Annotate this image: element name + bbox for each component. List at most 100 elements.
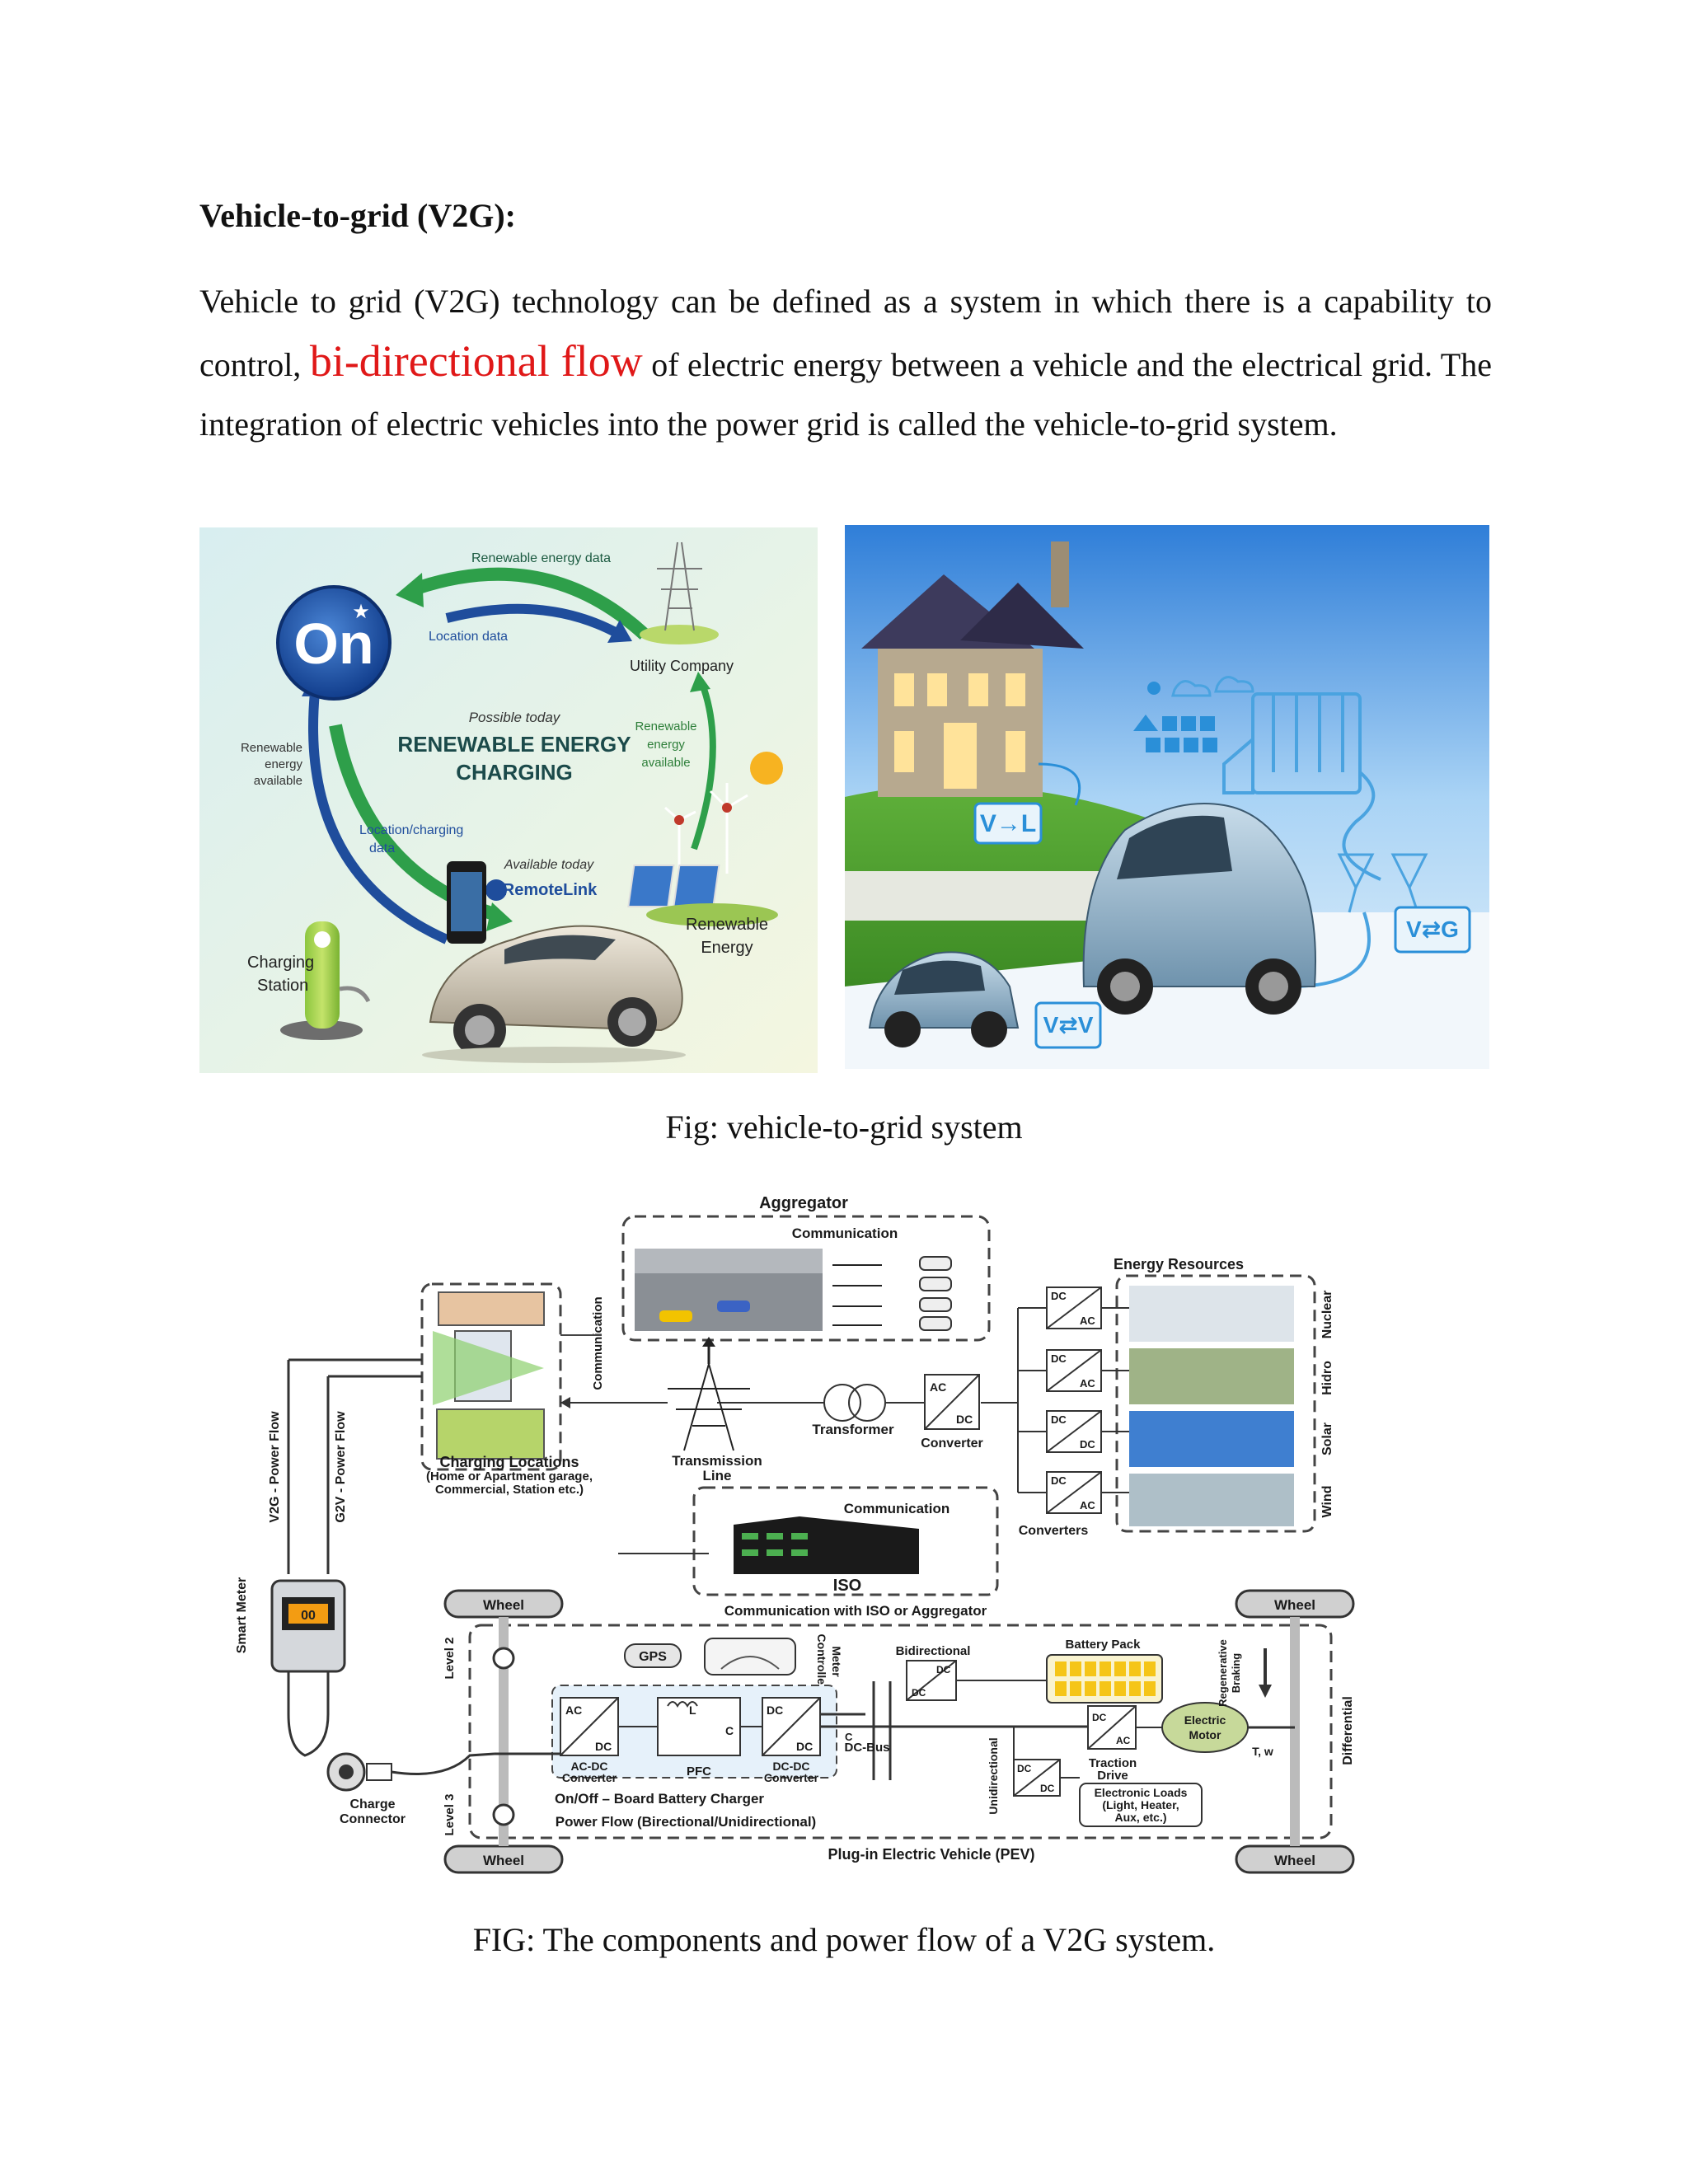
svg-text:★: ★ [352,601,370,623]
label-acdc-converter-2: Converter [562,1771,617,1784]
svg-text:DC: DC [1017,1763,1032,1774]
paragraph-text-after: of electric energy between a vehicle and… [199,346,1492,443]
label-available-today: Available today [504,858,594,872]
svg-text:AC: AC [1080,1499,1095,1511]
label-location-data: Location data [429,630,508,644]
label-onboard-charger: On/Off – Board Battery Charger [555,1791,764,1807]
label-communication-vertical: Communication [591,1296,605,1390]
label-main-converter-ac: AC [930,1380,946,1394]
svg-text:AC: AC [1080,1377,1095,1390]
label-acdc-converter-1: AC-DC [570,1760,607,1773]
label-hidro: Hidro [1320,1361,1334,1395]
figure2-caption: FIG: The components and power flow of a … [472,1921,1216,1958]
badge-v-v: V⇄V [1043,1012,1094,1038]
svg-text:DC: DC [1051,1352,1067,1365]
label-converter: Converter [921,1436,983,1451]
label-differential: Differential [1341,1696,1355,1765]
label-traction-drive-2: Drive [1097,1769,1128,1783]
label-dcdc-converter-1: DC-DC [772,1760,809,1773]
svg-text:DC: DC [1040,1783,1055,1794]
label-t-w: T, w [1252,1745,1273,1758]
label-dcdc-dc-out: DC [796,1740,813,1753]
label-renewable-left-1: Renewable [241,741,302,755]
label-wind: Wind [1320,1486,1334,1518]
label-renewable-energy-1: Renewable [686,916,768,934]
label-charging-station-2: Station [257,977,308,995]
label-battery-pack: Battery Pack [1066,1638,1142,1652]
label-regenerative-braking-1: Regenerative [1217,1639,1229,1707]
label-charge-connector-1: Charge [349,1797,395,1811]
label-charging-locations-3: Commercial, Station etc.) [435,1483,584,1497]
label-renewable-left-2: energy [265,757,302,771]
label-renewable-energy-data: Renewable energy data [471,551,611,565]
label-renewable-energy-2: Energy [701,939,753,957]
label-power-flow: Power Flow (Birectional/Unidirectional) [556,1814,816,1830]
label-solar: Solar [1320,1422,1334,1455]
label-pfc-capacitor: C [725,1724,734,1737]
label-g2v-power-flow: G2V - Power Flow [334,1411,348,1523]
svg-text:DC: DC [912,1687,926,1699]
label-electronic-loads-2: (Light, Heater, [1102,1798,1179,1811]
label-charging-station-1: Charging [247,954,314,972]
intro-paragraph: Vehicle to grid (V2G) technology can be … [199,272,1492,454]
label-regenerative-braking-2: Braking [1230,1653,1242,1693]
label-charging-locations-1: Charging Locations [439,1454,579,1470]
label-wheel-top-right: Wheel [1274,1597,1315,1613]
label-acdc-ac: AC [565,1704,582,1717]
label-transmission-line-1: Transmission [672,1453,762,1469]
label-traction-drive-1: Traction [1089,1756,1137,1770]
label-gps: GPS [639,1650,667,1664]
label-acdc-dc: DC [595,1740,612,1753]
label-communication-iso: Communication [844,1501,950,1516]
label-utility-company: Utility Company [630,658,734,674]
label-transformer: Transformer [812,1422,894,1437]
svg-text:DC: DC [1092,1712,1107,1723]
label-smart-meter: Smart Meter [235,1577,249,1653]
label-unidirectional: Unidirectional [987,1737,1000,1814]
svg-text:DC: DC [936,1664,951,1675]
label-aggregator: Aggregator [759,1194,848,1212]
figure-right-v2x-illustration: V→L V⇄G V⇄V [845,525,1489,1069]
label-nuclear: Nuclear [1320,1291,1334,1339]
label-renewable-energy-charging-2: CHARGING [456,760,573,785]
label-electronic-loads-1: Electronic Loads [1095,1786,1188,1799]
highlighted-phrase: bi-directional flow [309,336,643,386]
label-renewable-right-3: available [641,756,690,770]
section-title: Vehicle-to-grid (V2G): [199,197,516,234]
label-pev: Plug-in Electric Vehicle (PEV) [828,1846,1034,1863]
label-electronic-loads-3: Aux, etc.) [1114,1811,1166,1824]
label-level-3: Level 3 [443,1794,457,1836]
paragraph-text-before: Vehicle to grid (V2G) technology can be … [199,283,1492,383]
label-renewable-energy-charging-1: RENEWABLE ENERGY [397,732,631,757]
label-energy-resources: Energy Resources [1114,1256,1244,1272]
label-level-2: Level 2 [443,1638,457,1680]
figure-v2g-components-diagram: Aggregator Communication Communication E… [223,1187,1409,1879]
label-inductor: L [689,1704,696,1717]
label-wheel-top-left: Wheel [483,1597,524,1613]
label-pfc: PFC [687,1765,711,1779]
label-location-charging-1: Location/charging [359,823,463,837]
label-wheel-bottom-right: Wheel [1274,1853,1315,1868]
label-wheel-bottom-left: Wheel [483,1853,524,1868]
label-renewable-right-1: Renewable [635,719,696,733]
label-communication-with-iso: Communication with ISO or Aggregator [724,1603,987,1619]
label-electric-motor-2: Motor [1189,1728,1221,1741]
label-location-charging-2: data [369,841,395,855]
label-electric-motor-1: Electric [1184,1713,1226,1727]
svg-text:DC: DC [1080,1438,1095,1451]
label-possible-today: Possible today [469,710,561,725]
label-renewable-right-2: energy [647,738,685,752]
label-controller-meter-1: Controller [815,1634,828,1690]
svg-text:DC: DC [1051,1413,1067,1426]
label-charge-connector-2: Connector [340,1812,406,1826]
label-charging-locations-2: (Home or Apartment garage, [426,1469,593,1483]
label-remotelink: RemoteLink [503,881,598,899]
label-transmission-line-2: Line [703,1468,732,1483]
label-converters: Converters [1019,1524,1089,1538]
label-communication-top: Communication [792,1226,898,1241]
label-dcdc-converter-2: Converter [764,1771,819,1784]
figure1-caption: Fig: vehicle-to-grid system [665,1108,1023,1146]
label-dcdc-dc-in: DC [767,1704,783,1717]
label-v2g-power-flow: V2G - Power Flow [268,1411,282,1523]
badge-v-g: V⇄G [1406,916,1459,942]
